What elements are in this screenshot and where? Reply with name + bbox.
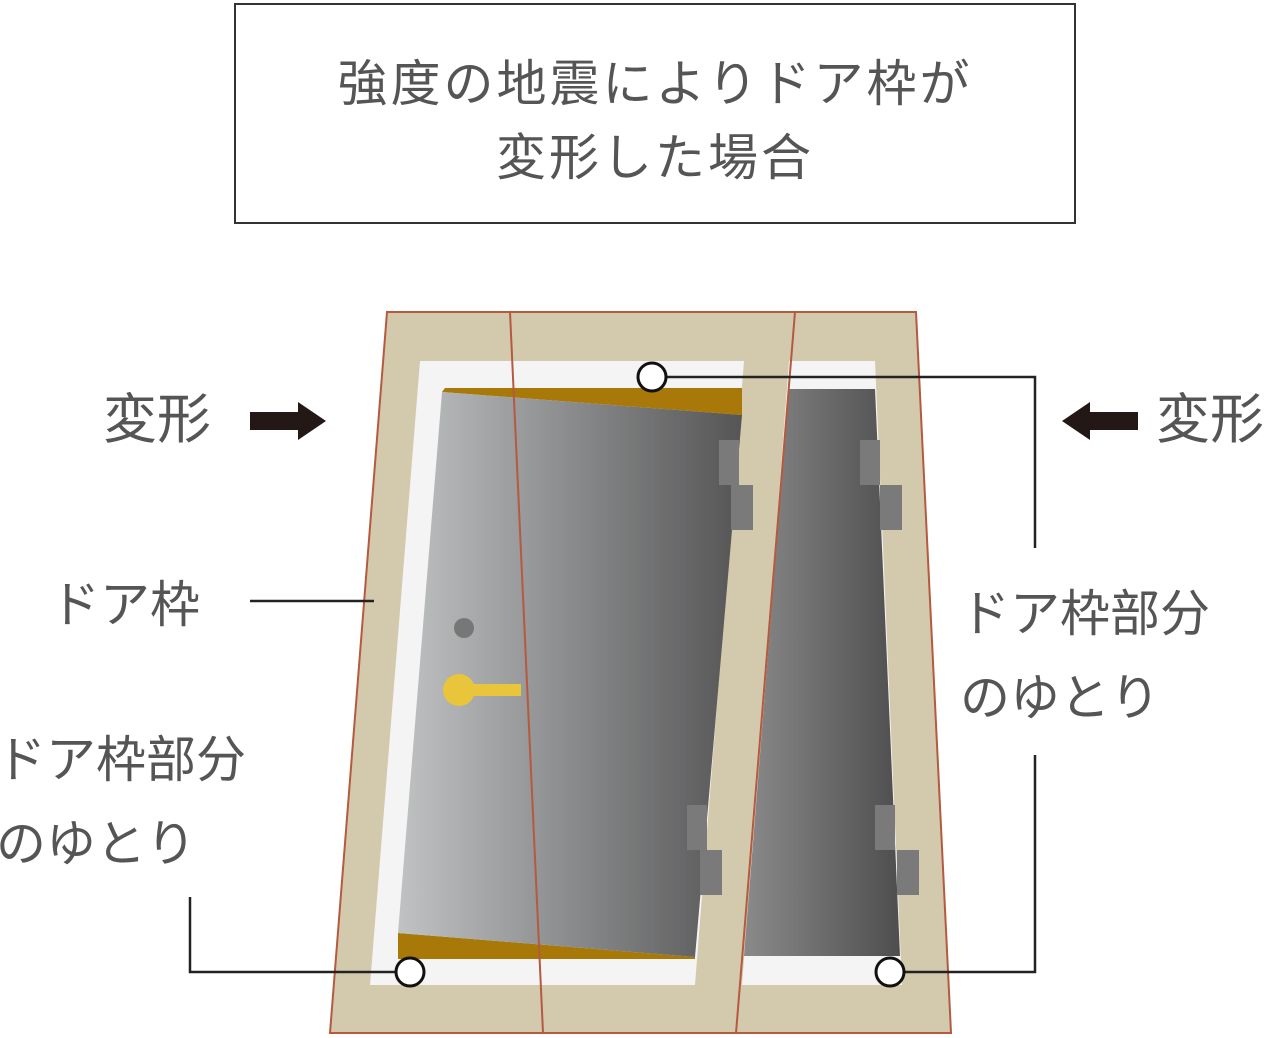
title-line-2: 変形した場合 (496, 129, 814, 187)
clearance-markers (394, 361, 906, 988)
title-box: 強度の地震によりドア枠が 変形した場合 (234, 3, 1076, 224)
clearance-right-label: ドア枠部分 のゆとり (960, 572, 1210, 740)
door-frame-label: ドア枠 (50, 576, 200, 634)
title-line-1: 強度の地震によりドア枠が (337, 55, 973, 113)
arrow-right-icon (250, 402, 326, 440)
hinges (687, 440, 919, 895)
clearance-left-line-2: のゆとり (0, 815, 196, 873)
deform-left-label: 変形 (103, 388, 211, 451)
deform-right-label: 変形 (1156, 388, 1264, 451)
clearance-right-line-2: のゆとり (960, 669, 1160, 727)
frame-seam (735, 311, 796, 1034)
left-door (398, 392, 742, 957)
clearance-left-label: ドア枠部分 のゆとり (0, 718, 246, 886)
clearance-left-line-1: ドア枠部分 (0, 731, 246, 789)
bottom-gap (398, 933, 695, 959)
right-door (744, 389, 900, 956)
frame-seam (509, 311, 544, 1034)
top-gap (442, 388, 742, 415)
clearance-right-line-1: ドア枠部分 (960, 585, 1210, 643)
door-lever (459, 684, 521, 696)
keyhole-icon (454, 618, 474, 638)
arrow-left-icon (1062, 402, 1138, 440)
leader-lines (188, 375, 1037, 974)
